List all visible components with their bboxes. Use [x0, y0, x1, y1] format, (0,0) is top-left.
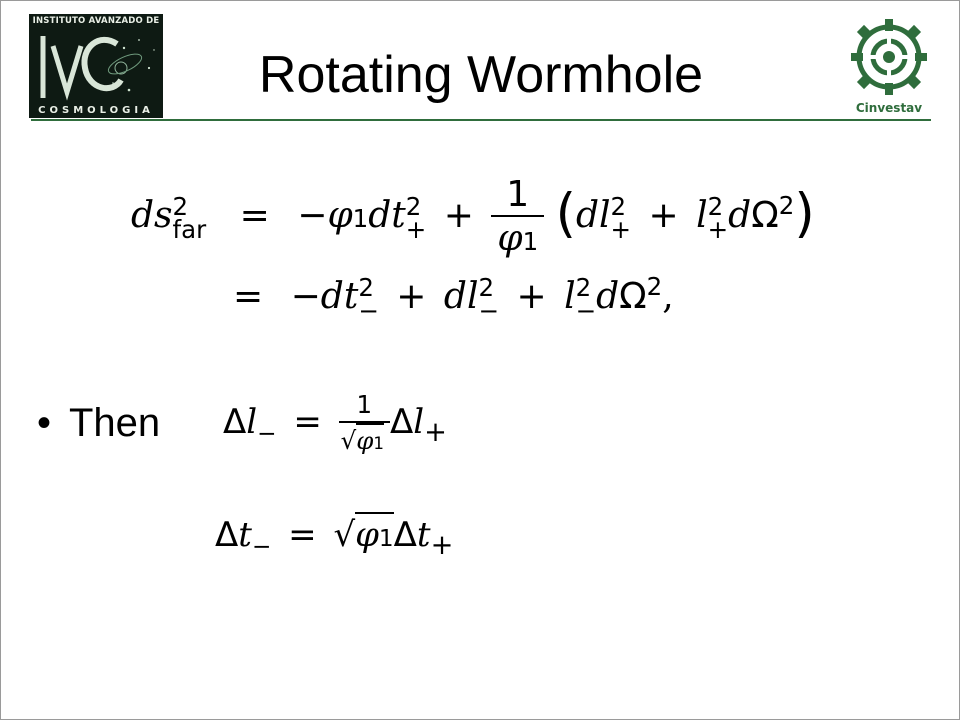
iac-logo: INSTITUTO AVANZADO DE COSMOLOGIA [29, 14, 163, 118]
plus-sign-inner: + [648, 195, 679, 236]
iac-emblem-icon [29, 28, 163, 104]
iac-logo-bottom-text: COSMOLOGIA [38, 105, 154, 116]
l-sup-2: 2 [575, 272, 592, 302]
l-sup: 2 [707, 191, 724, 221]
dt-sub: + [405, 215, 427, 244]
minus-sign: − [297, 195, 328, 236]
left-paren: ( [555, 184, 576, 245]
iac-logo-top-text: INSTITUTO AVANZADO DE [32, 16, 160, 26]
phi-symbol-t: φ [355, 515, 379, 555]
delta-symbol-2: Δ [389, 402, 414, 442]
l-term-2: l [564, 276, 576, 317]
omega-sup: 2 [778, 191, 795, 220]
sqrt-icon-t: √ [333, 515, 356, 555]
delta-l-equation: Δl− = 1 √φ1 Δl+ [223, 385, 447, 471]
fraction-denominator-phi: φ [497, 217, 523, 259]
plus-sign: + [443, 195, 474, 236]
t-subscript-plus: + [430, 529, 454, 561]
t-variable: t [238, 515, 252, 555]
fraction-numerator-l: 1 [356, 389, 373, 419]
phi-subscript-t: 1 [378, 526, 394, 552]
delta-symbol: Δ [223, 402, 247, 442]
l-variable-2: l [413, 402, 425, 442]
sqrt-icon: √ [340, 425, 357, 455]
phi-subscript-l: 1 [373, 433, 384, 453]
equals-sign-l: = [293, 402, 322, 442]
fraction-numerator: 1 [506, 173, 530, 215]
omega-sup-2: 2 [646, 272, 663, 301]
right-paren: ) [794, 184, 815, 245]
dt-term-2: dt [320, 276, 359, 317]
l-sub: + [707, 215, 729, 244]
dl-sub: + [610, 215, 632, 244]
lhs-ds: ds [131, 195, 173, 236]
lhs-sub-far: far [172, 215, 207, 244]
bullet-text: Then [69, 401, 161, 445]
lhs-sup: 2 [172, 191, 189, 221]
dl-term-2: dl [443, 276, 479, 317]
title-divider [31, 119, 931, 121]
dl-sub-2: − [478, 296, 499, 325]
plus-sign-2a: + [396, 276, 427, 317]
cinvestav-emblem-icon [851, 19, 927, 95]
l-term: l [696, 195, 708, 236]
phi-subscript: 1 [352, 204, 369, 233]
d-symbol: d [728, 195, 752, 236]
one-over-sqrt-phi-fraction: 1 √φ1 [338, 389, 390, 460]
dl-term: dl [575, 195, 611, 236]
l-subscript-plus: + [424, 416, 447, 448]
minus-sign-2: − [290, 276, 321, 317]
dt-sup: 2 [405, 191, 422, 221]
cinvestav-caption: Cinvestav [855, 101, 923, 115]
equals-sign: = [239, 195, 270, 236]
dt-sub-2: − [358, 296, 379, 325]
d-symbol-2: d [596, 276, 620, 317]
l-sub-2: − [575, 296, 597, 325]
plus-sign-2b: + [516, 276, 547, 317]
delta-t-equation: Δt− = √φ1Δt+ [215, 503, 453, 579]
equals-sign-t: = [288, 515, 317, 555]
one-over-phi-fraction: 1 φ1 [491, 173, 545, 262]
t-variable-2: t [416, 515, 431, 555]
omega-symbol: Ω [751, 195, 779, 236]
bullet-then: • Then [37, 397, 160, 449]
delta-symbol-t2: Δ [393, 515, 417, 555]
dt-term: dt [368, 195, 406, 236]
cinvestav-logo: Cinvestav [847, 17, 931, 117]
dl-sup-2: 2 [478, 272, 495, 302]
dt-sup-2: 2 [358, 272, 374, 302]
l-subscript-minus: − [257, 420, 277, 447]
phi-symbol: φ [327, 195, 353, 236]
slide-title: Rotating Wormhole [258, 46, 704, 104]
l-variable: l [246, 402, 258, 442]
t-subscript-minus: − [251, 533, 272, 560]
delta-symbol-t: Δ [215, 515, 239, 555]
phi-symbol-l: φ [356, 425, 374, 455]
fraction-denominator-sub: 1 [522, 226, 539, 256]
omega-symbol-2: Ω [619, 276, 647, 317]
equals-sign-2: = [233, 276, 264, 317]
dl-sup: 2 [610, 191, 627, 221]
bullet-marker: • [37, 401, 52, 445]
trailing-comma: , [662, 276, 674, 317]
